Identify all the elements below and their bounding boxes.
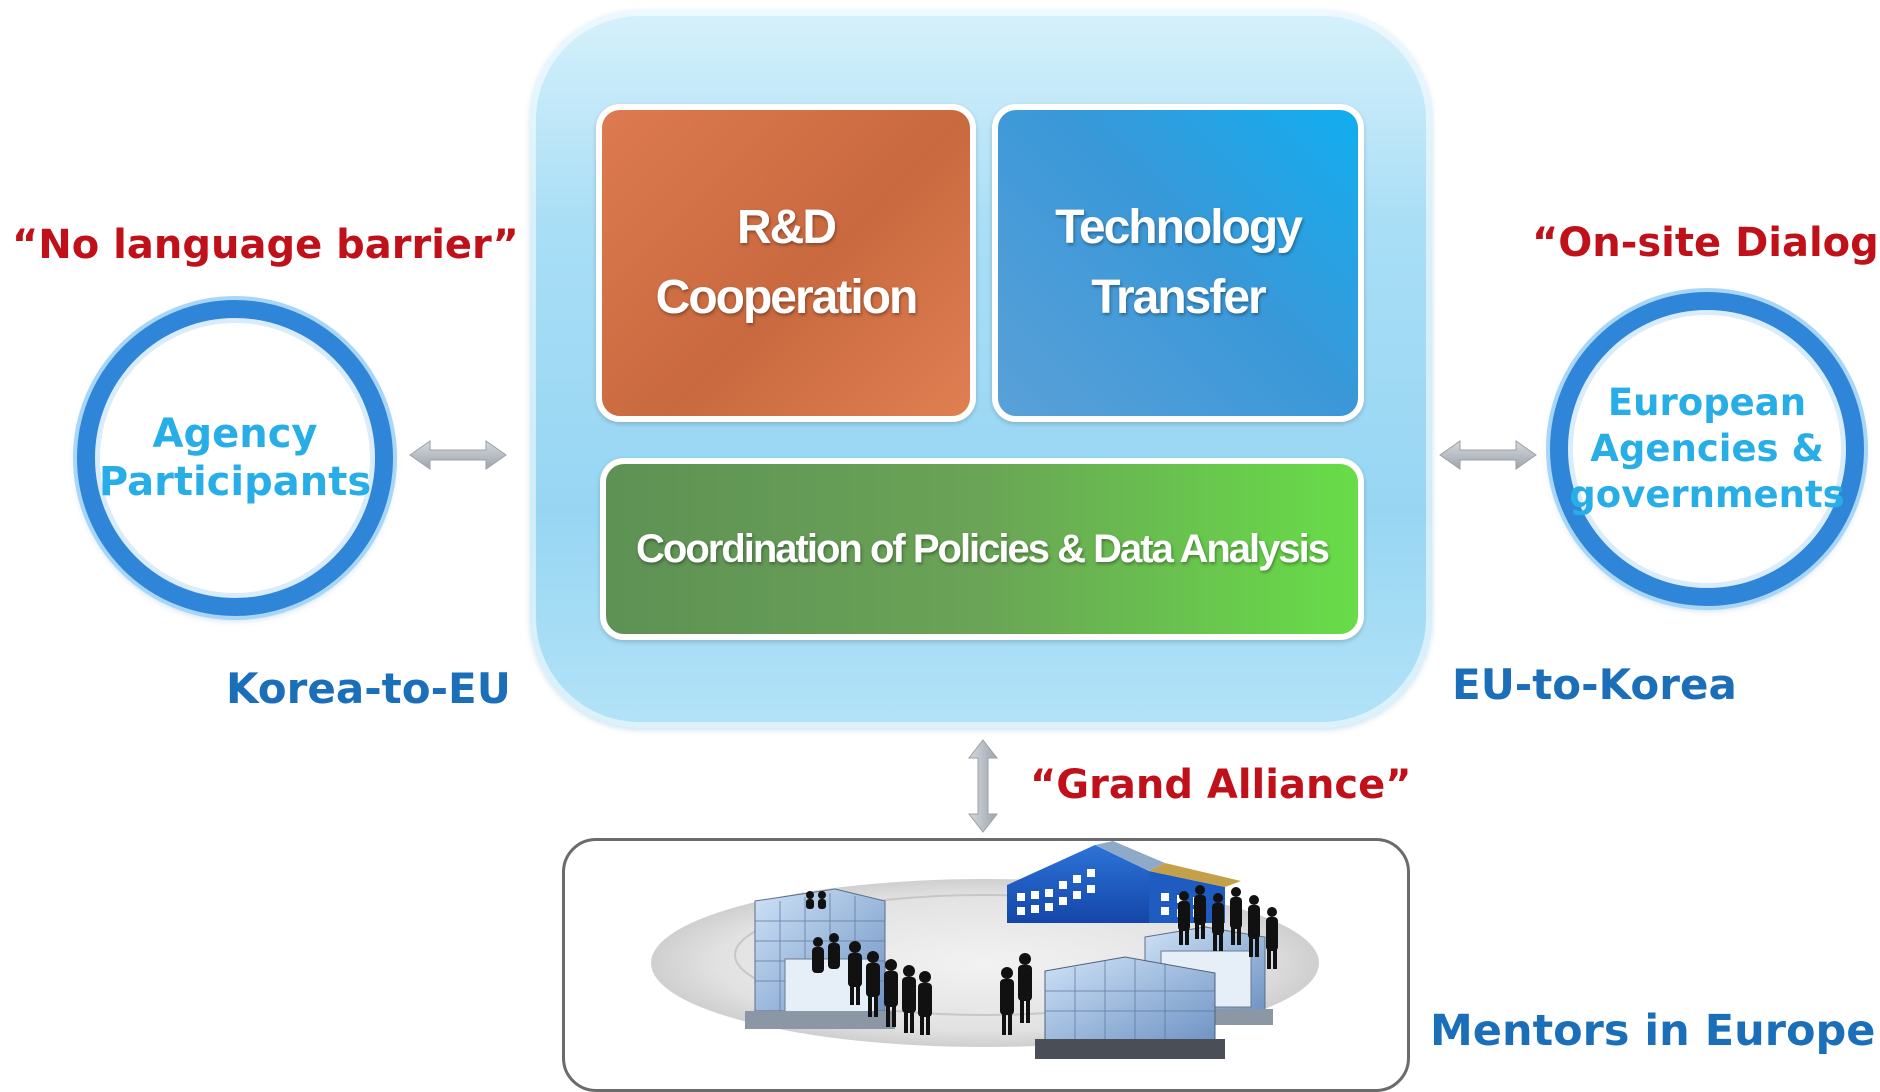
rd-line1: R&D xyxy=(737,201,837,254)
left-circle-line1: Agency xyxy=(152,411,318,457)
grand-alliance-quote: “Grand Alliance” xyxy=(1030,762,1412,808)
people-silhouettes xyxy=(806,885,1278,1035)
right-circle-line1: European xyxy=(1607,381,1807,424)
tt-line1: Technology xyxy=(1055,201,1303,254)
mentors-illustration-box xyxy=(562,838,1410,1092)
center-building xyxy=(1035,956,1225,1059)
left-circle-line2: Participants xyxy=(98,459,372,505)
left-quote: “No language barrier” xyxy=(12,222,519,268)
double-arrow-horizontal-icon xyxy=(1439,440,1537,470)
right-circle-line3: governments xyxy=(1569,473,1845,516)
buildings-and-people-illustration xyxy=(651,841,1319,1059)
technology-transfer-tile: Technology Transfer xyxy=(992,104,1364,422)
agency-participants-circle: Agency Participants xyxy=(77,300,393,616)
eu-to-korea-label: EU-to-Korea xyxy=(1452,660,1737,709)
mentors-in-europe-label: Mentors in Europe xyxy=(1430,1006,1876,1056)
right-quote: “On-site Dialog” xyxy=(1532,220,1880,266)
double-arrow-horizontal-icon xyxy=(409,440,507,470)
korea-to-eu-label: Korea-to-EU xyxy=(226,664,511,713)
rd-cooperation-tile: R&D Cooperation xyxy=(596,104,976,422)
rd-line2: Cooperation xyxy=(655,271,919,324)
european-agencies-circle: European Agencies & governments xyxy=(1550,292,1864,606)
tt-line2: Transfer xyxy=(1091,271,1266,324)
right-circle-line2: Agencies & xyxy=(1590,427,1824,470)
double-arrow-vertical-icon xyxy=(967,739,999,833)
coordination-label: Coordination of Policies & Data Analysis xyxy=(636,526,1330,571)
coordination-tile: Coordination of Policies & Data Analysis xyxy=(600,458,1364,640)
